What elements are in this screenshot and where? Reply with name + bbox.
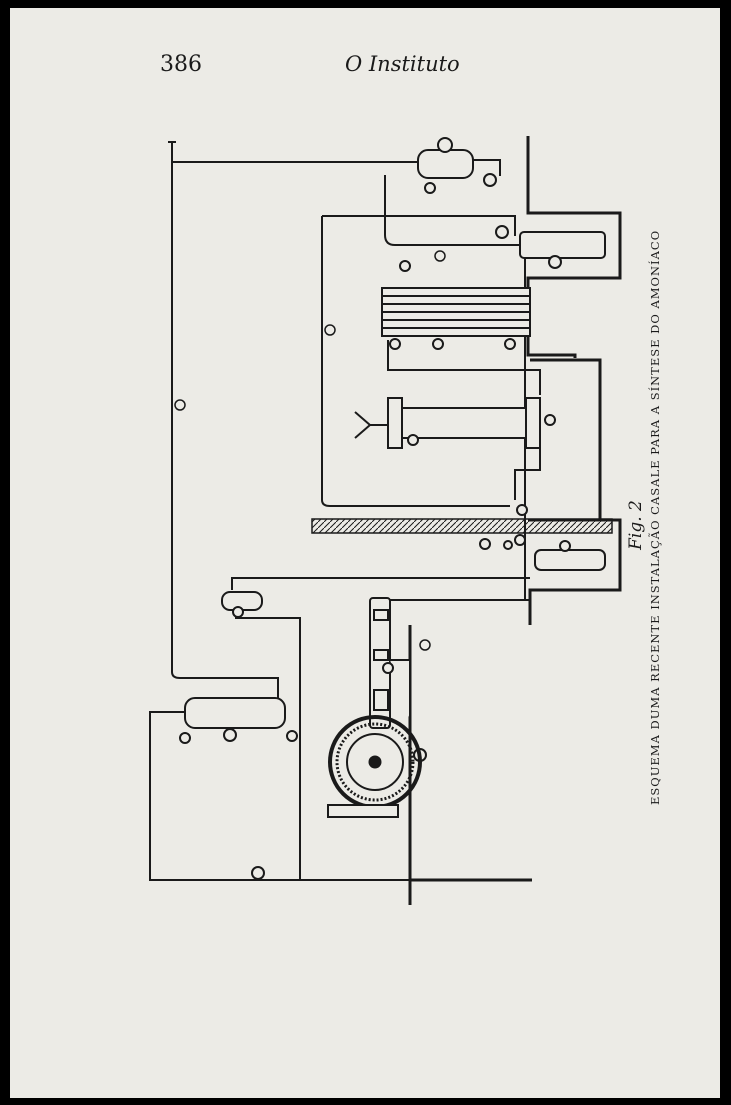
pipe-loop-9 — [321, 216, 510, 507]
lower-vessel — [514, 534, 606, 571]
pipe-outer-loop — [149, 711, 410, 881]
running-title: O Instituto — [345, 52, 460, 76]
figure-label: Fig. 2 — [626, 500, 646, 550]
figure-caption-text: ESQUEMA DUMA RECENTE INSTALAÇÃO CASALE P… — [648, 229, 662, 805]
foundation-pit — [530, 358, 602, 520]
large-tank — [179, 697, 298, 880]
separator-vessel — [417, 137, 497, 194]
pipe-main-left — [171, 142, 279, 700]
foundation-top — [526, 136, 622, 358]
flywheel — [327, 715, 427, 818]
condenser — [381, 260, 531, 350]
compressor — [369, 597, 411, 729]
reactor-column — [354, 397, 556, 449]
valve-cluster — [479, 504, 528, 550]
page-number: 386 — [160, 52, 202, 77]
converter-tank — [495, 225, 606, 269]
figure-caption: Fig. 2 ESQUEMA DUMA RECENTE INSTALAÇÃO C… — [625, 229, 675, 805]
hatched-wall — [311, 518, 613, 534]
small-drum — [221, 591, 263, 618]
